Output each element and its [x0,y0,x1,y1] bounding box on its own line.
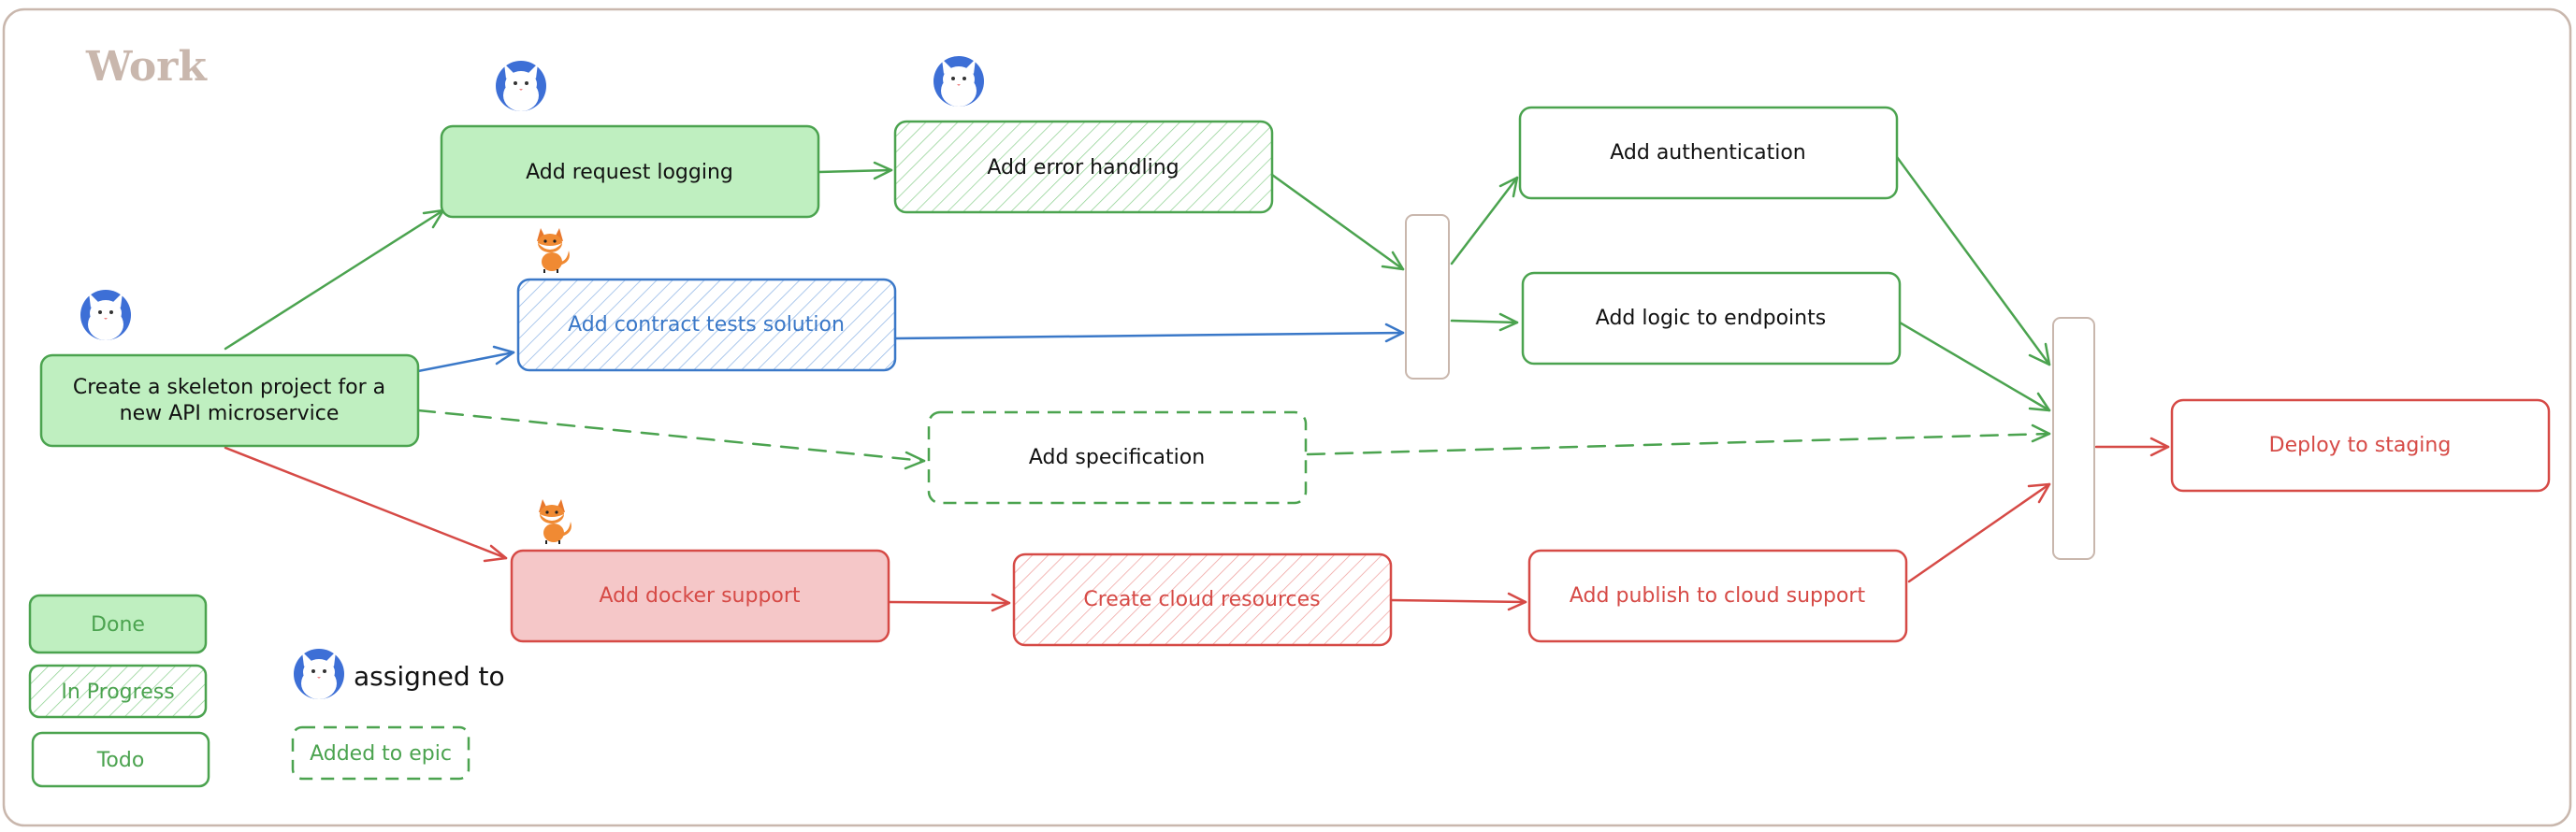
legend-added-to-epic-label: Added to epic [310,742,452,766]
task-label: Add logic to endpoints [1596,307,1826,330]
merge-bar-1 [1405,214,1450,380]
task-add-docker-support[interactable]: Add docker support [510,549,890,643]
task-label: Add error handling [987,156,1179,179]
arrow-authentication-to-final-join [1895,155,2051,366]
task-label: Add contract tests solution [568,313,845,337]
task-add-publish-to-cloud[interactable]: Add publish to cloud support [1527,549,1908,643]
arrow-skeleton-to-request-logging [224,208,445,351]
cat-avatar-icon [294,649,344,699]
task-label: Add authentication [1610,141,1806,165]
arrow-skeleton-to-contract-tests [416,345,515,373]
arrow-cloud-resources-to-publish [1389,592,1527,611]
fox-avatar-icon [536,227,571,274]
arrow-contract-tests-to-join [893,323,1405,343]
task-create-cloud-resources[interactable]: Create cloud resources [1012,552,1393,647]
arrow-join-to-authentication [1450,176,1519,265]
task-label: new API microservice [120,402,340,425]
cat-avatar-icon [496,61,546,111]
merge-bar-2 [2052,317,2095,560]
legend-in-progress: In Progress [28,664,208,719]
task-add-contract-tests[interactable]: Add contract tests solution [516,278,897,372]
task-add-request-logging[interactable]: Add request logging [440,124,820,219]
task-label: Deploy to staging [2269,434,2452,457]
task-create-skeleton-project[interactable]: Create a skeleton project for a new API … [39,353,420,448]
arrow-docker-to-cloud-resources [887,593,1011,612]
task-label: Add specification [1029,446,1205,469]
legend-done: Done [28,594,208,654]
board-frame [2,7,2572,827]
arrow-final-join-to-deploy [2094,437,2170,457]
arrow-request-logging-to-error-handling [817,161,893,180]
legend-assigned-to-label: assigned to [354,661,505,692]
arrow-skeleton-to-docker-support [224,446,508,563]
arrow-join-to-logic-endpoints [1450,312,1519,332]
legend-added-to-epic: Added to epic [291,725,470,781]
task-add-logic-to-endpoints[interactable]: Add logic to endpoints [1521,271,1902,366]
board-title: Work [85,43,208,91]
task-add-authentication[interactable]: Add authentication [1518,106,1899,200]
arrow-specification-to-final-join [1306,423,2051,456]
arrow-error-handling-to-join [1270,173,1405,271]
task-label: Add docker support [599,584,800,608]
cat-avatar-icon [933,56,984,107]
arrow-publish-to-final-join [1907,482,2051,583]
legend-todo-label: Todo [96,749,145,772]
task-label: Create a skeleton project for a [73,376,385,399]
legend-in-progress-label: In Progress [61,681,174,704]
task-label: Add request logging [526,161,733,184]
task-label: Create cloud resources [1083,588,1320,611]
legend-todo: Todo [31,731,210,788]
task-add-error-handling[interactable]: Add error handling [893,120,1274,214]
arrow-logic-endpoints-to-final-join [1898,321,2051,412]
task-label: Add publish to cloud support [1570,584,1866,608]
legend-done-label: Done [91,613,145,637]
cat-avatar-icon [80,290,131,340]
legend: Done In Progress Todo assigned to Added … [28,594,505,788]
fox-avatar-icon [538,498,572,545]
arrow-skeleton-to-specification [416,409,926,470]
task-deploy-to-staging[interactable]: Deploy to staging [2170,398,2551,493]
task-add-specification[interactable]: Add specification [927,410,1308,505]
